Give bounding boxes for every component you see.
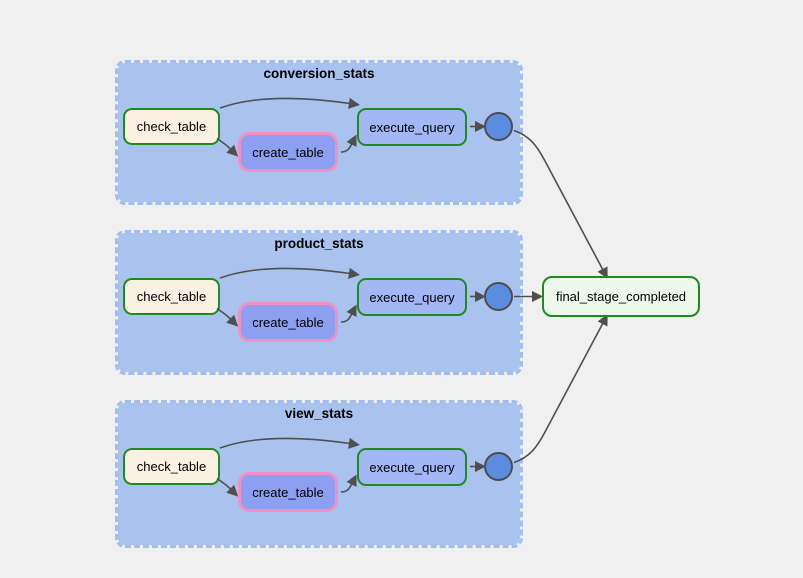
task-create-table[interactable]: create_table [238, 132, 338, 172]
task-create-table[interactable]: create_table [238, 302, 338, 342]
task-execute-query[interactable]: execute_query [357, 108, 467, 146]
task-group-title[interactable]: conversion_stats [263, 66, 375, 81]
edge-create-to-execute [340, 304, 357, 323]
edge-check-to-create [216, 477, 239, 497]
task-create-table[interactable]: create_table [238, 472, 338, 512]
edge-check-to-create [216, 307, 239, 327]
task-group-product-stats[interactable]: product_stats check_table create_table e… [115, 230, 523, 375]
edge-create-to-execute [340, 474, 357, 493]
edge-check-to-execute [219, 97, 360, 109]
task-check-table[interactable]: check_table [123, 108, 220, 145]
task-group-view-stats[interactable]: view_stats check_table create_table exec… [115, 400, 523, 548]
edge-create-to-execute [340, 134, 357, 153]
task-check-table[interactable]: check_table [123, 448, 220, 485]
task-execute-query[interactable]: execute_query [357, 278, 467, 316]
edge-check-to-create [216, 137, 239, 157]
task-final-stage-completed[interactable]: final_stage_completed [542, 276, 700, 317]
edge-check-to-execute [219, 437, 360, 449]
task-check-table[interactable]: check_table [123, 278, 220, 315]
join-circle-node[interactable] [483, 452, 513, 481]
task-group-conversion-stats[interactable]: conversion_stats check_table create_tabl… [115, 60, 523, 205]
task-execute-query[interactable]: execute_query [357, 448, 467, 486]
task-group-title[interactable]: view_stats [284, 406, 354, 421]
edge-join-to-final [513, 314, 608, 464]
edge-check-to-execute [219, 267, 360, 279]
task-group-title[interactable]: product_stats [274, 236, 364, 251]
edge-join-to-final [513, 129, 608, 279]
